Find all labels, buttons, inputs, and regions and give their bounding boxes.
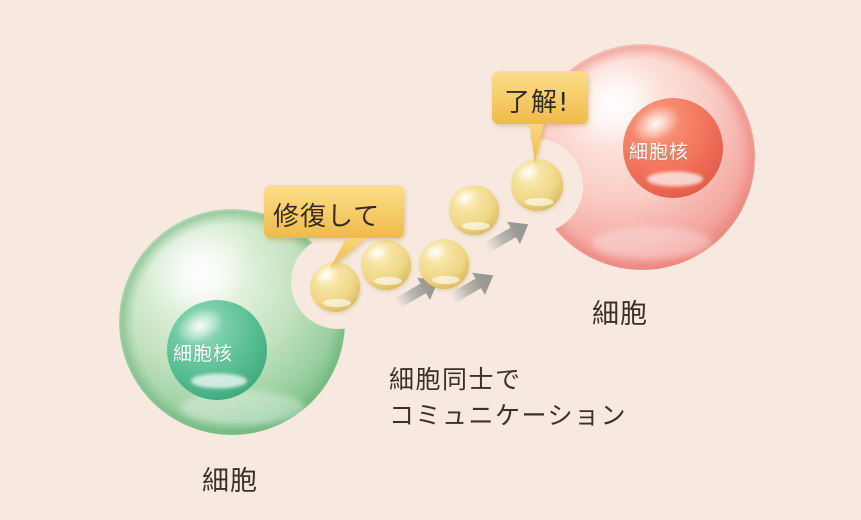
receiver-nucleus-highlight — [632, 105, 680, 143]
repair-bubble-shape — [264, 185, 404, 268]
signal-molecules — [310, 159, 563, 312]
sender-nucleus — [167, 300, 267, 400]
sender-nucleus-highlight — [176, 307, 224, 345]
sender-nucleus-bottom-sheen — [191, 373, 247, 389]
molecule-4 — [449, 185, 499, 235]
molecule-5 — [511, 159, 563, 211]
sender-cell — [119, 209, 345, 435]
receiver-cell-lower-sheen — [592, 227, 712, 259]
receiver-cell — [529, 44, 755, 270]
receiver-nucleus — [623, 98, 723, 198]
acknowledge-bubble-shape — [492, 71, 588, 163]
arrow-3 — [484, 221, 529, 253]
molecule-1 — [310, 262, 360, 312]
arrow-2 — [449, 272, 494, 304]
signal-arrows — [394, 221, 529, 309]
molecule-2 — [361, 240, 411, 290]
receiver-nucleus-bottom-sheen — [647, 171, 703, 187]
sender-cell-highlight — [142, 220, 254, 316]
arrow-1 — [394, 277, 439, 309]
molecule-3 — [419, 239, 469, 289]
